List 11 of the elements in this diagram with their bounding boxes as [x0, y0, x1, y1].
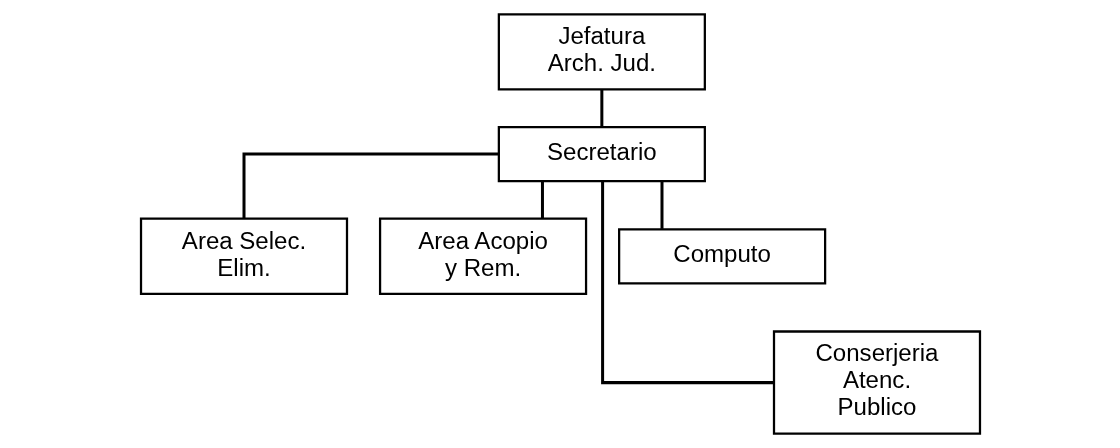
node-box: Computo: [617, 228, 826, 285]
node-box: Conserjeria Atenc. Publico: [772, 330, 981, 435]
connector: [600, 181, 774, 385]
node-box: Area Acopio y Rem.: [378, 217, 587, 296]
connector: [242, 152, 499, 219]
node-box: Jefatura Arch. Jud.: [497, 13, 706, 91]
connector: [660, 181, 663, 229]
connector: [599, 89, 603, 127]
node-box: Area Selec. Elim.: [139, 217, 348, 296]
connector: [540, 181, 544, 219]
node-box: Secretario: [497, 125, 706, 183]
